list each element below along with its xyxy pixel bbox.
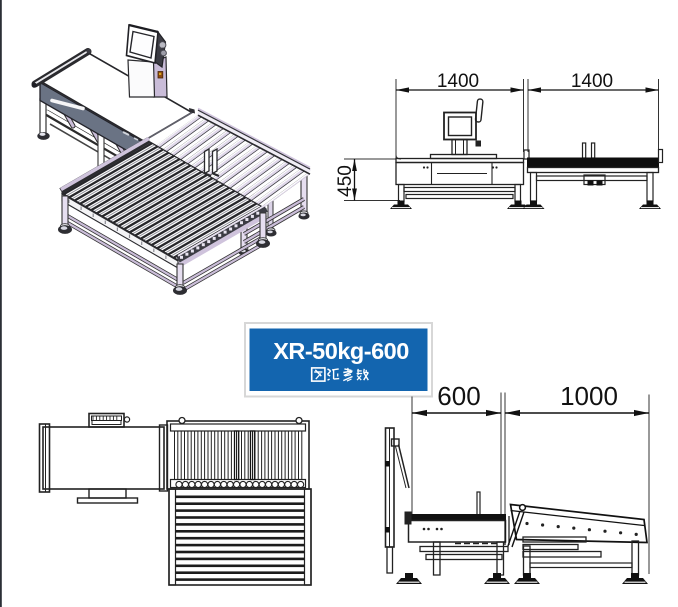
- svg-text:450: 450: [335, 165, 356, 197]
- svg-text:600: 600: [437, 381, 480, 411]
- svg-text:1400: 1400: [571, 71, 613, 92]
- svg-text:1400: 1400: [437, 71, 479, 92]
- svg-text:XR-50kg-600: XR-50kg-600: [273, 338, 409, 364]
- svg-text:1000: 1000: [560, 381, 618, 411]
